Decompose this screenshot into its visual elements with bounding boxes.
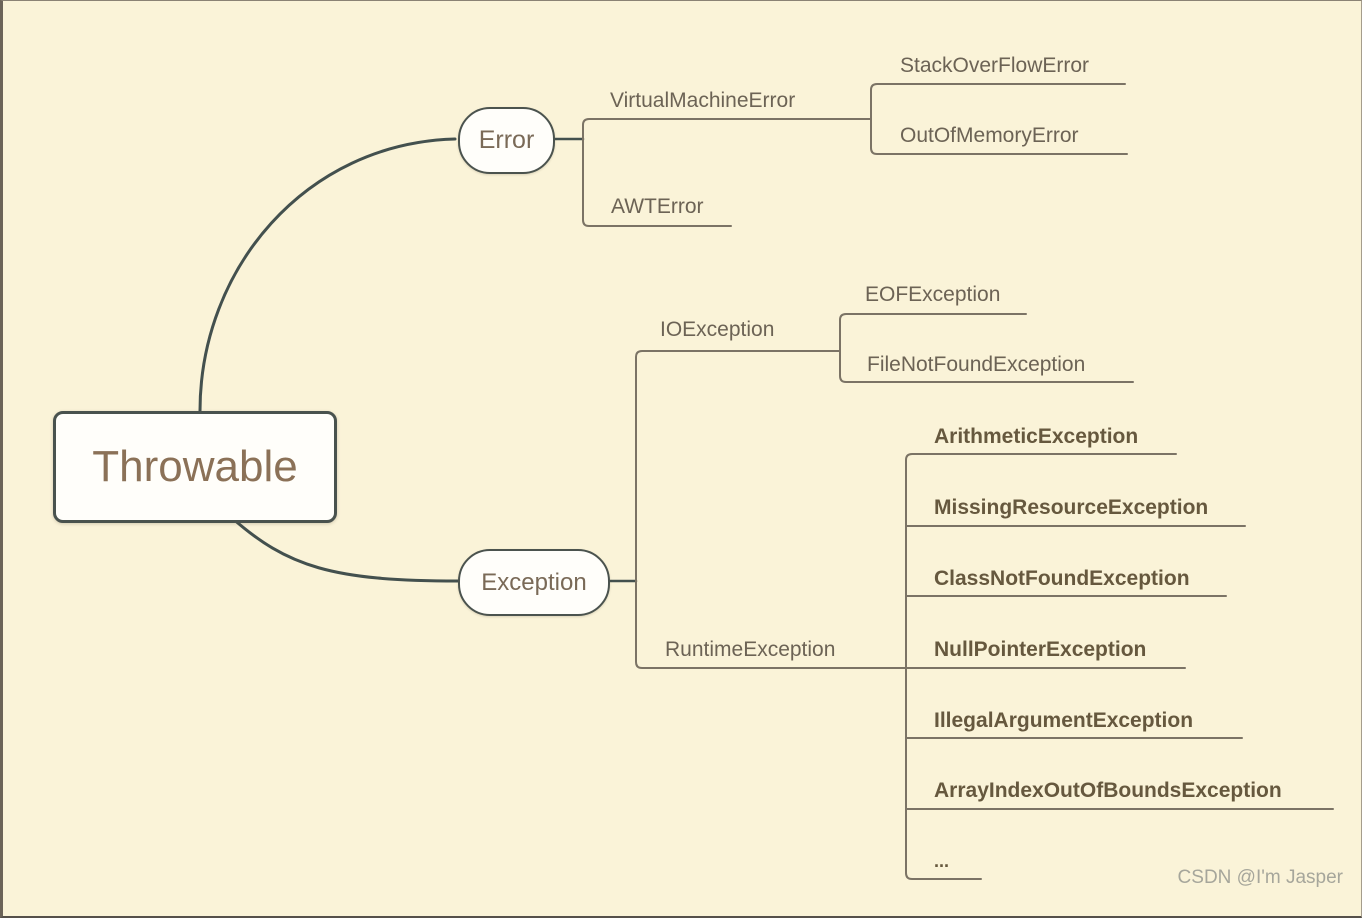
edge-error-children [582, 118, 872, 227]
node-runtimeexception: RuntimeException [665, 638, 836, 661]
node-virtualmachineerror: VirtualMachineError [610, 89, 796, 112]
connector-lines [198, 83, 1334, 880]
node-stackoverflowerror: StackOverFlowError [900, 54, 1090, 77]
node-exception-label: Exception [481, 568, 587, 596]
edge-runtime-children-spine [905, 453, 1177, 880]
node-error: Error [458, 107, 555, 174]
edge-throwable-exception [229, 515, 460, 583]
node-throwable: Throwable [53, 411, 337, 523]
node-error-label: Error [478, 126, 535, 154]
node-arrayindexoutofboundsexception: ArrayIndexOutOfBoundsException [934, 779, 1282, 802]
node-missingresourceexception: MissingResourceException [934, 496, 1209, 519]
node-filenotfoundexception: FileNotFoundException [867, 353, 1086, 376]
node-exception: Exception [458, 549, 610, 616]
node-nullpointerexception: NullPointerException [934, 638, 1147, 661]
edge-exception-children [635, 350, 907, 669]
node-ellipsis: ... [934, 851, 950, 871]
node-throwable-label: Throwable [92, 442, 298, 491]
node-illegalargumentexception: IllegalArgumentException [934, 709, 1194, 732]
node-awterror: AWTError [611, 195, 704, 218]
node-outofmemoryerror: OutOfMemoryError [900, 124, 1079, 147]
watermark: CSDN @I'm Jasper [1177, 867, 1343, 888]
node-eofexception: EOFException [865, 283, 1001, 306]
edge-throwable-error [198, 137, 457, 413]
edge-ioexception-children [839, 313, 1134, 383]
edge-virtualmachineerror-children [870, 83, 1128, 155]
node-ioexception: IOException [660, 318, 775, 341]
node-arithmeticexception: ArithmeticException [934, 425, 1139, 448]
node-classnotfoundexception: ClassNotFoundException [934, 567, 1190, 590]
